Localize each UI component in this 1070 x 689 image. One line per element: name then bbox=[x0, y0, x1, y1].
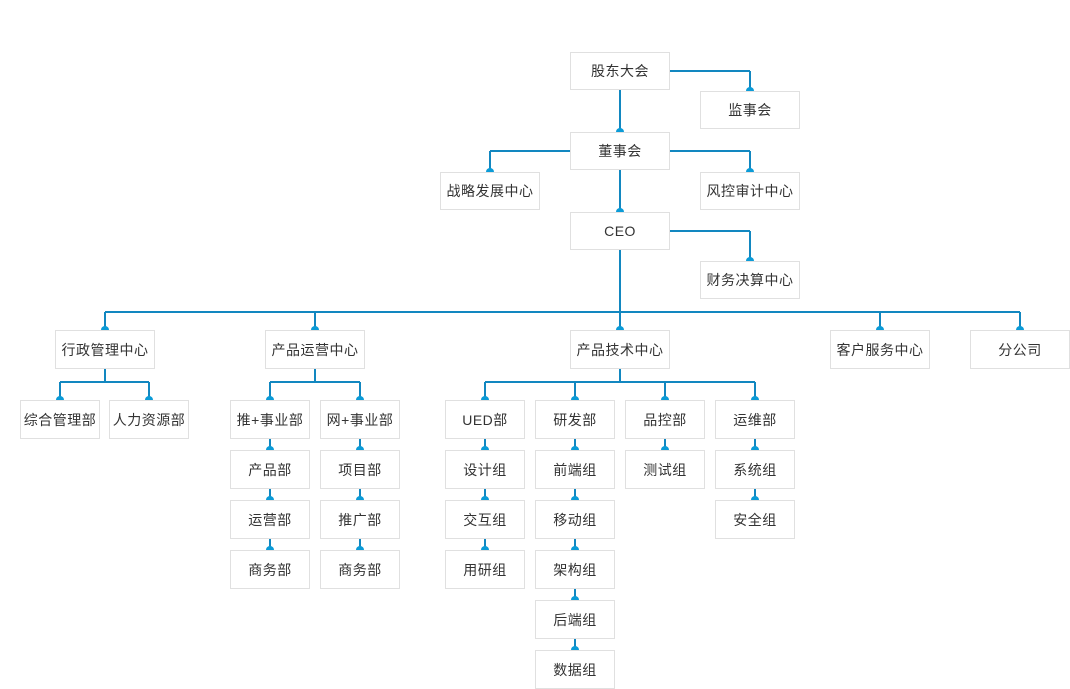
org-node-architecture-group[interactable]: 架构组 bbox=[535, 550, 615, 589]
org-node-rd-dept[interactable]: 研发部 bbox=[535, 400, 615, 439]
org-node-test-group[interactable]: 测试组 bbox=[625, 450, 705, 489]
org-node-general-admin-dept[interactable]: 综合管理部 bbox=[20, 400, 100, 439]
org-node-supervisory-board[interactable]: 监事会 bbox=[700, 91, 800, 129]
org-node-hr-dept[interactable]: 人力资源部 bbox=[109, 400, 189, 439]
org-node-risk-audit-center[interactable]: 风控审计中心 bbox=[700, 172, 800, 210]
org-node-customer-service-center[interactable]: 客户服务中心 bbox=[830, 330, 930, 369]
org-node-board-of-directors[interactable]: 董事会 bbox=[570, 132, 670, 170]
org-node-finance-center[interactable]: 财务决算中心 bbox=[700, 261, 800, 299]
org-node-product-dept[interactable]: 产品部 bbox=[230, 450, 310, 489]
org-node-promotion-dept[interactable]: 推广部 bbox=[320, 500, 400, 539]
org-node-system-group[interactable]: 系统组 bbox=[715, 450, 795, 489]
org-node-shareholders-meeting[interactable]: 股东大会 bbox=[570, 52, 670, 90]
org-node-project-dept[interactable]: 项目部 bbox=[320, 450, 400, 489]
org-node-backend-group[interactable]: 后端组 bbox=[535, 600, 615, 639]
org-node-business-dept-2[interactable]: 商务部 bbox=[320, 550, 400, 589]
org-node-operations-dept[interactable]: 运营部 bbox=[230, 500, 310, 539]
org-node-user-research-group[interactable]: 用研组 bbox=[445, 550, 525, 589]
org-node-security-group[interactable]: 安全组 bbox=[715, 500, 795, 539]
org-node-mobile-group[interactable]: 移动组 bbox=[535, 500, 615, 539]
org-node-product-tech-center[interactable]: 产品技术中心 bbox=[570, 330, 670, 369]
org-node-ops-dept[interactable]: 运维部 bbox=[715, 400, 795, 439]
org-node-ued-dept[interactable]: UED部 bbox=[445, 400, 525, 439]
org-node-ceo[interactable]: CEO bbox=[570, 212, 670, 250]
org-node-strategy-center[interactable]: 战略发展中心 bbox=[440, 172, 540, 210]
org-node-qa-dept[interactable]: 品控部 bbox=[625, 400, 705, 439]
org-node-frontend-group[interactable]: 前端组 bbox=[535, 450, 615, 489]
org-node-wang-plus-division[interactable]: 网+事业部 bbox=[320, 400, 400, 439]
org-node-design-group[interactable]: 设计组 bbox=[445, 450, 525, 489]
org-node-business-dept-1[interactable]: 商务部 bbox=[230, 550, 310, 589]
org-node-tui-plus-division[interactable]: 推+事业部 bbox=[230, 400, 310, 439]
org-node-product-ops-center[interactable]: 产品运营中心 bbox=[265, 330, 365, 369]
org-node-branch-company[interactable]: 分公司 bbox=[970, 330, 1070, 369]
org-node-interaction-group[interactable]: 交互组 bbox=[445, 500, 525, 539]
org-node-admin-center[interactable]: 行政管理中心 bbox=[55, 330, 155, 369]
org-node-data-group[interactable]: 数据组 bbox=[535, 650, 615, 689]
